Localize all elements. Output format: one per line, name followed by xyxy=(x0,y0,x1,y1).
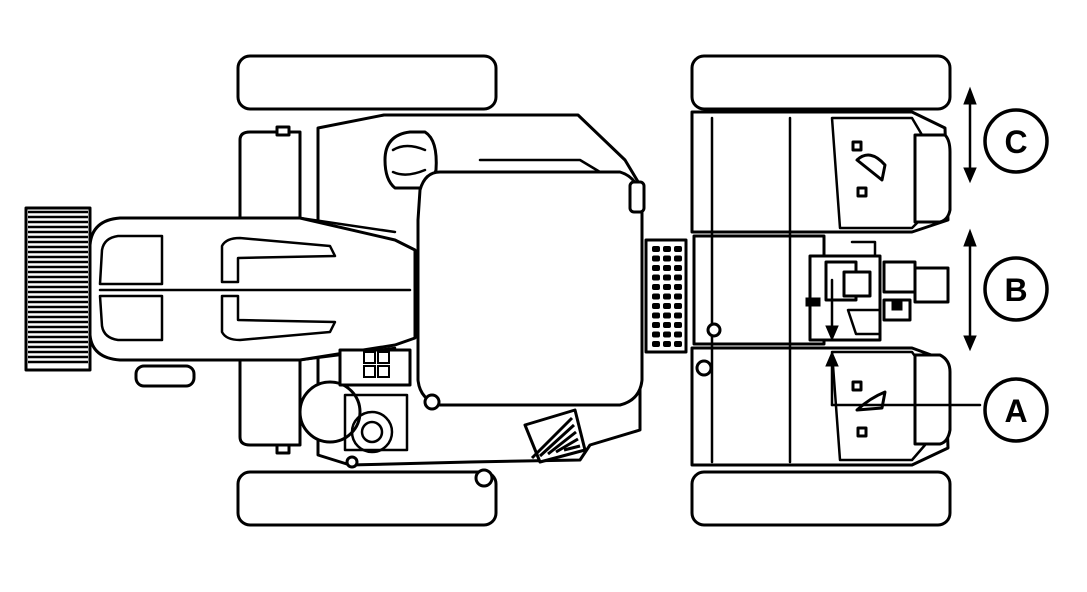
rear-tire-inner-bottom xyxy=(913,353,952,446)
ladder-dot xyxy=(663,331,671,338)
cab-roof xyxy=(416,170,644,407)
ladder-dot xyxy=(652,341,660,347)
roof-rim-top xyxy=(478,158,602,174)
callout-c: C xyxy=(983,108,1049,174)
hood-panel-bottom-left xyxy=(98,294,164,342)
fender-light-top xyxy=(855,153,887,182)
filter-grid xyxy=(363,351,390,378)
exhaust-stack xyxy=(383,130,438,190)
ladder-dot xyxy=(674,303,682,309)
ladder-dot xyxy=(652,293,660,300)
ladder-dot xyxy=(663,312,671,319)
ladder-dot xyxy=(663,255,671,262)
ladder-dot xyxy=(663,341,671,347)
measurement-c-arrow xyxy=(963,86,977,184)
ladder-dot xyxy=(652,255,660,262)
battery-louvre xyxy=(538,423,576,458)
front-wheel-top xyxy=(236,54,498,111)
front-tire-inner-bottom xyxy=(238,358,302,447)
ladder-dot xyxy=(674,293,682,300)
hitch-pin xyxy=(474,468,494,488)
rear-fender-top xyxy=(690,110,950,234)
battery-louvre xyxy=(530,416,574,460)
ladder-dot xyxy=(674,255,682,262)
ladder-dot xyxy=(663,322,671,328)
measurement-a-arrows xyxy=(825,278,982,407)
ladder-dot xyxy=(663,265,671,271)
callout-a-label: A xyxy=(1004,393,1027,429)
fender-bolt-bottom-1 xyxy=(851,380,863,392)
ladder-dot xyxy=(652,265,660,271)
filter-cell xyxy=(363,365,376,378)
step-bottom xyxy=(134,364,196,388)
battery-louvre xyxy=(555,437,579,454)
hood-panel-top-mid xyxy=(220,236,337,284)
callout-c-label: C xyxy=(1004,124,1027,160)
ladder-dot xyxy=(663,284,671,290)
filter-cell xyxy=(377,351,390,364)
measurement-b-arrow xyxy=(963,228,977,352)
battery-louvre xyxy=(563,444,581,452)
fender-bolt-top-1 xyxy=(851,140,863,152)
rear-wheel-top xyxy=(690,54,952,111)
rear-hitch-mechanism xyxy=(695,240,950,377)
ladder-dot xyxy=(652,312,660,319)
ladder-dot xyxy=(663,303,671,309)
ladder-dot xyxy=(674,265,682,271)
front-wheel-bottom xyxy=(236,470,498,527)
ladder-dot xyxy=(663,246,671,252)
front-weight-grille xyxy=(24,206,92,372)
hood-panel-top-left xyxy=(98,234,164,286)
ladder-dot xyxy=(652,284,660,290)
ladder-dot xyxy=(674,331,682,338)
filter-cell xyxy=(377,365,390,378)
rear-ladder xyxy=(644,238,688,354)
ladder-dot xyxy=(674,274,682,281)
rear-fender-bottom xyxy=(690,346,950,467)
ladder-dot xyxy=(652,274,660,281)
ladder-dot xyxy=(652,246,660,252)
ladder-dot xyxy=(674,312,682,319)
ladder-dot xyxy=(652,331,660,338)
callout-a: A xyxy=(983,377,1049,443)
callout-b: B xyxy=(983,256,1049,322)
ladder-dot xyxy=(652,322,660,328)
ladder-dot xyxy=(663,274,671,281)
bracket-top xyxy=(275,125,291,137)
ladder-dot xyxy=(674,284,682,290)
hood-panel-bottom-mid xyxy=(220,294,337,342)
ladder-dot xyxy=(652,303,660,309)
fender-bolt-bottom-2 xyxy=(856,426,868,438)
rear-tire-inner-top xyxy=(913,133,952,224)
ladder-dot xyxy=(663,293,671,300)
filter-cell xyxy=(363,351,376,364)
rear-wheel-bottom xyxy=(690,470,952,527)
fender-bolt-top-2 xyxy=(856,186,868,198)
callout-b-label: B xyxy=(1004,272,1027,308)
front-tire-inner-top xyxy=(238,130,302,230)
ladder-dot xyxy=(674,246,682,252)
hood-edge-top xyxy=(298,216,397,234)
ladder-dot xyxy=(674,322,682,328)
battery-box xyxy=(523,408,587,464)
roof-mirror xyxy=(628,180,646,214)
bracket-bottom xyxy=(275,443,291,455)
fuel-filter-assembly xyxy=(298,348,441,469)
ladder-dot xyxy=(674,341,682,347)
battery-louvre xyxy=(547,430,577,456)
